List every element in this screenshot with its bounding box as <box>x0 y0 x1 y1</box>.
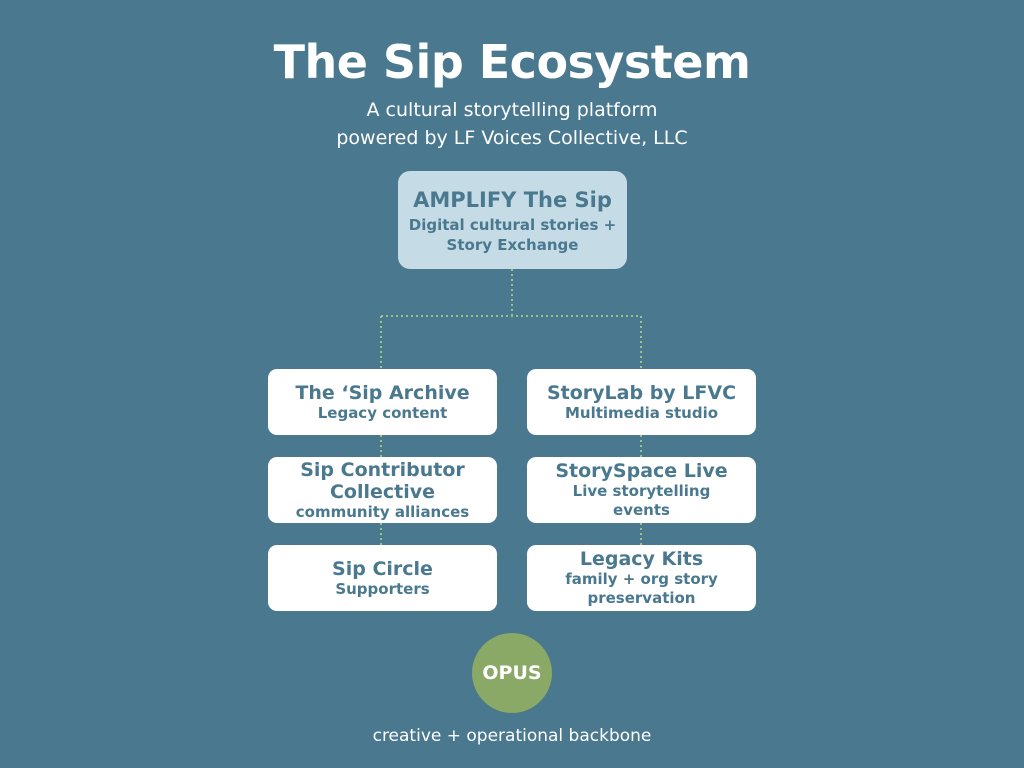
sip-circle-node: Sip Circle Supporters <box>268 545 497 611</box>
node-name: The ‘Sip Archive <box>295 381 470 404</box>
amplify-the-sip-node: AMPLIFY The Sip Digital cultural stories… <box>398 171 627 269</box>
sip-contributor-collective-node: Sip Contributor Collective community all… <box>268 457 497 523</box>
subtitle-line-1: A cultural storytelling platform <box>366 99 658 121</box>
node-description: Legacy content <box>317 403 448 422</box>
page-title: The Sip Ecosystem <box>273 35 751 89</box>
storylab-node: StoryLab by LFVC Multimedia studio <box>527 369 756 435</box>
node-description-line-2: Story Exchange <box>446 236 579 254</box>
node-description: Multimedia studio <box>564 403 719 422</box>
opus-caption: creative + operational backbone <box>372 726 652 746</box>
node-name: StoryLab by LFVC <box>546 381 737 404</box>
node-name-line-1: Sip Contributor <box>300 458 465 481</box>
subtitle-line-2: powered by LF Voices Collective, LLC <box>336 127 688 149</box>
sip-archive-node: The ‘Sip Archive Legacy content <box>268 369 497 435</box>
node-name: AMPLIFY The Sip <box>413 188 612 212</box>
node-description-line-2: events <box>613 501 670 519</box>
node-name: StorySpace Live <box>555 460 728 482</box>
node-description-line-1: Live storytelling <box>572 482 711 500</box>
opus-circle: OPUS <box>472 633 552 713</box>
node-description: community alliances <box>295 502 470 521</box>
node-description-line-1: family + org story <box>565 570 718 588</box>
node-description-line-2: preservation <box>587 589 696 607</box>
node-description: Supporters <box>335 579 430 598</box>
storyspace-live-node: StorySpace Live Live storytelling events <box>527 457 756 523</box>
node-name: Legacy Kits <box>579 548 704 570</box>
node-description-line-1: Digital cultural stories + <box>408 216 617 234</box>
node-name-line-2: Collective <box>329 480 436 503</box>
node-name: Sip Circle <box>332 557 433 580</box>
legacy-kits-node: Legacy Kits family + org story preservat… <box>527 545 756 611</box>
